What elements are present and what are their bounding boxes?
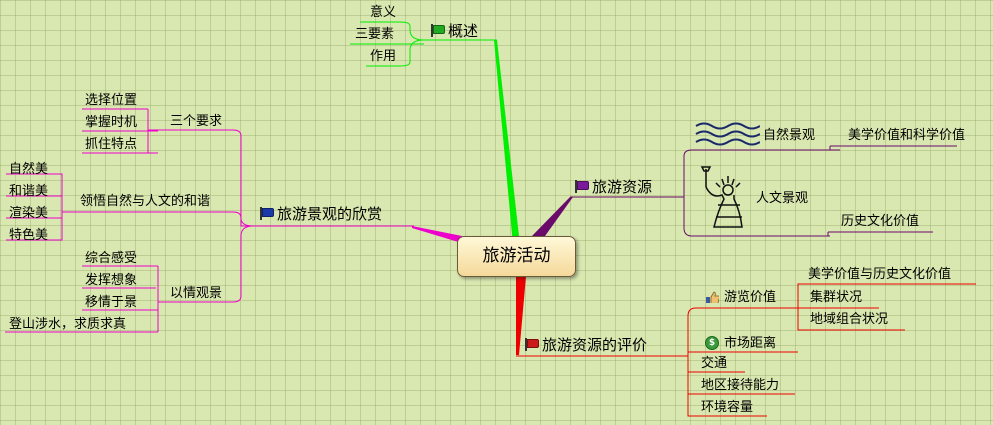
topic-appreciation[interactable]: 旅游景观的欣赏: [259, 205, 382, 223]
topic-evaluation[interactable]: 旅游资源的评价: [524, 336, 647, 354]
topic-resources[interactable]: 旅游资源: [574, 178, 652, 196]
beauty-item[interactable]: 特色美: [9, 228, 49, 243]
branch-evaluation: [516, 276, 526, 355]
emotion-item[interactable]: 登山涉水，求质求真: [9, 317, 127, 332]
overview-item-function[interactable]: 作用: [370, 49, 397, 64]
topic-appreciation-label: 旅游景观的欣赏: [277, 205, 383, 223]
group-three-requirements[interactable]: 三个要求: [170, 114, 223, 129]
thumbs-up-icon: [706, 291, 719, 303]
group-harmony[interactable]: 领悟自然与人文的和谐: [80, 194, 211, 209]
requirement-item[interactable]: 掌握时机: [85, 115, 138, 130]
evaluation-other-item[interactable]: 交通: [701, 356, 728, 371]
water-waves-icon: [695, 122, 760, 146]
dollar-coin-icon: $: [705, 336, 719, 350]
red-flag-icon: [524, 338, 539, 351]
sightseeing-item[interactable]: 美学价值与历史文化价值: [808, 267, 952, 282]
resource-cultural-value[interactable]: 历史文化价值: [841, 214, 920, 229]
blue-flag-icon: [259, 207, 274, 220]
branch-overview: [494, 40, 520, 245]
group-emotion[interactable]: 以情观景: [170, 286, 223, 301]
topic-overview[interactable]: 概述: [430, 22, 478, 40]
topic-evaluation-label: 旅游资源的评价: [542, 336, 648, 354]
beauty-item[interactable]: 和谐美: [9, 184, 49, 199]
resource-cultural[interactable]: 人文景观: [756, 191, 809, 206]
statue-of-liberty-icon: [700, 166, 743, 228]
emotion-item[interactable]: 发挥想象: [85, 273, 138, 288]
emotion-item[interactable]: 移情于景: [85, 295, 138, 310]
evaluation-other-item[interactable]: 环境容量: [701, 400, 754, 415]
overview-item-three-elements[interactable]: 三要素: [355, 27, 395, 42]
green-flag-icon: [430, 24, 445, 37]
sightseeing-item[interactable]: 集群状况: [810, 290, 863, 305]
topic-resources-label: 旅游资源: [592, 178, 653, 196]
requirement-item[interactable]: 抓住特点: [85, 137, 138, 152]
branch-appreciation: [412, 226, 465, 244]
overview-item-meaning[interactable]: 意义: [370, 5, 397, 20]
requirement-item[interactable]: 选择位置: [85, 93, 138, 108]
evaluation-market-distance[interactable]: 市场距离: [724, 336, 777, 351]
resource-natural-value[interactable]: 美学价值和科学价值: [848, 128, 966, 143]
beauty-item[interactable]: 自然美: [9, 162, 49, 177]
evaluation-other-item[interactable]: 地区接待能力: [701, 378, 780, 393]
emotion-item[interactable]: 综合感受: [85, 251, 138, 266]
evaluation-sightseeing[interactable]: 游览价值: [724, 290, 777, 305]
resource-natural[interactable]: 自然景观: [763, 128, 816, 143]
root-topic[interactable]: 旅游活动: [457, 236, 576, 277]
beauty-item[interactable]: 渲染美: [9, 206, 49, 221]
branch-resources: [532, 197, 573, 243]
topic-overview-label: 概述: [448, 22, 479, 40]
purple-flag-icon: [574, 180, 589, 193]
sightseeing-item[interactable]: 地域组合状况: [810, 312, 889, 327]
